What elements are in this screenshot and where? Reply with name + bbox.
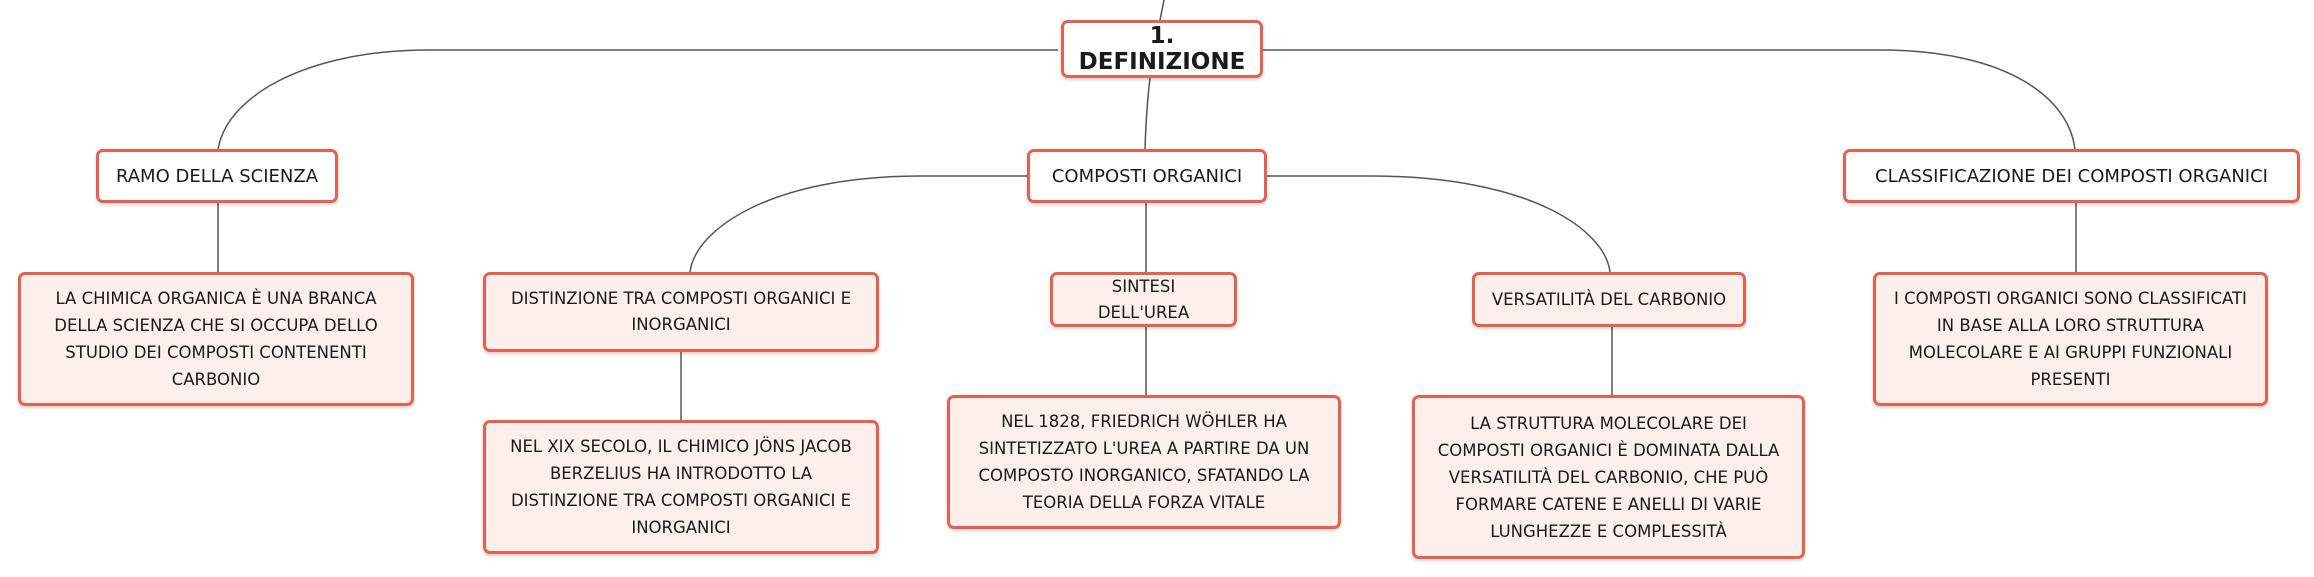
detail-ramo[interactable]: LA CHIMICA ORGANICA È UNA BRANCA DELLA S… — [18, 272, 414, 406]
connector-root-ramo — [217, 49, 1058, 151]
connector-composti-distinzione — [689, 175, 1030, 273]
detail-versatilita[interactable]: LA STRUTTURA MOLECOLARE DEI COMPOSTI ORG… — [1412, 395, 1805, 559]
node-composti-label: COMPOSTI ORGANICI — [1051, 165, 1243, 187]
node-distinzione[interactable]: DISTINZIONE TRA COMPOSTI ORGANICI E INOR… — [483, 272, 879, 352]
node-sintesi-label: SINTESI DELL'UREA — [1097, 276, 1190, 322]
detail-classificazione[interactable]: I COMPOSTI ORGANICI SONO CLASSIFICATI IN… — [1873, 272, 2268, 406]
detail-sintesi[interactable]: NEL 1828, FRIEDRICH WÖHLER HA SINTETIZZA… — [947, 395, 1341, 529]
node-classificazione[interactable]: CLASSIFICAZIONE DEI COMPOSTI ORGANICI — [1843, 149, 2300, 203]
detail-sintesi-text: NEL 1828, FRIEDRICH WÖHLER HA SINTETIZZA… — [978, 412, 1310, 512]
connector-parent-root — [1159, 0, 1165, 21]
node-composti-organici[interactable]: COMPOSTI ORGANICI — [1027, 149, 1267, 203]
node-versatilita-carbonio[interactable]: VERSATILITÀ DEL CARBONIO — [1472, 272, 1746, 327]
connector-composti-versatilita — [1265, 175, 1611, 273]
root-node-label: 1. DEFINIZIONE — [1078, 23, 1246, 75]
detail-distinzione-text: NEL XIX SECOLO, IL CHIMICO JÖNS JACOB BE… — [510, 437, 852, 537]
detail-classificazione-text: I COMPOSTI ORGANICI SONO CLASSIFICATI IN… — [1894, 289, 2247, 389]
node-versatilita-label: VERSATILITÀ DEL CARBONIO — [1491, 289, 1727, 309]
node-classificazione-label: CLASSIFICAZIONE DEI COMPOSTI ORGANICI — [1875, 165, 2268, 187]
connector-root-composti — [1144, 77, 1151, 151]
node-ramo-label: RAMO DELLA SCIENZA — [115, 165, 319, 187]
node-distinzione-label: DISTINZIONE TRA COMPOSTI ORGANICI E INOR… — [510, 289, 852, 334]
node-ramo-della-scienza[interactable]: RAMO DELLA SCIENZA — [96, 149, 338, 203]
detail-versatilita-text: LA STRUTTURA MOLECOLARE DEI COMPOSTI ORG… — [1437, 413, 1780, 541]
detail-ramo-text: LA CHIMICA ORGANICA È UNA BRANCA DELLA S… — [54, 289, 378, 389]
node-sintesi-urea[interactable]: SINTESI DELL'UREA — [1050, 272, 1237, 327]
detail-distinzione[interactable]: NEL XIX SECOLO, IL CHIMICO JÖNS JACOB BE… — [483, 420, 879, 554]
connector-root-classificazione — [1262, 49, 2076, 151]
root-node[interactable]: 1. DEFINIZIONE — [1061, 20, 1263, 78]
